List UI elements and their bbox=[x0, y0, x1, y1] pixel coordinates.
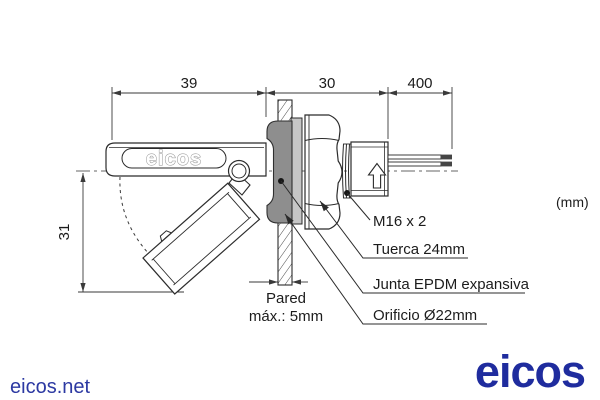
switch-arm bbox=[105, 142, 267, 177]
callout-gasket: Junta EPDM expansiva bbox=[373, 276, 530, 293]
dim-39: 39 bbox=[181, 75, 198, 92]
wire-tip bbox=[441, 154, 452, 160]
brand-logo: eicos bbox=[474, 346, 586, 397]
callout-thread: M16 x 2 bbox=[373, 213, 426, 230]
wire-tip bbox=[441, 161, 452, 167]
dim-31: 31 bbox=[56, 224, 73, 241]
callout-nut: Tuerca 24mm bbox=[373, 241, 465, 258]
float bbox=[142, 182, 261, 295]
wires bbox=[387, 154, 452, 167]
dimension-lines bbox=[78, 87, 453, 293]
website-link[interactable]: eicos.net bbox=[10, 376, 91, 398]
leader-lines bbox=[278, 178, 525, 325]
dim-400: 400 bbox=[407, 75, 432, 92]
brand-plate-text: eicos bbox=[146, 148, 202, 170]
flow-direction-arrow-icon bbox=[367, 162, 387, 189]
switch-body bbox=[350, 141, 389, 197]
brand-plate bbox=[121, 148, 227, 169]
pivot-inner bbox=[231, 163, 247, 179]
wall-thickness-label-line2: máx.: 5mm bbox=[249, 308, 323, 325]
wall-thickness-label-line1: Pared bbox=[266, 290, 306, 307]
hex-nut bbox=[304, 114, 343, 230]
epdm-gasket bbox=[266, 120, 293, 224]
dimension-arrowheads bbox=[80, 90, 452, 292]
callout-hole: Orificio Ø22mm bbox=[373, 307, 477, 324]
dim-30: 30 bbox=[319, 75, 336, 92]
units-note: (mm) bbox=[556, 194, 589, 210]
